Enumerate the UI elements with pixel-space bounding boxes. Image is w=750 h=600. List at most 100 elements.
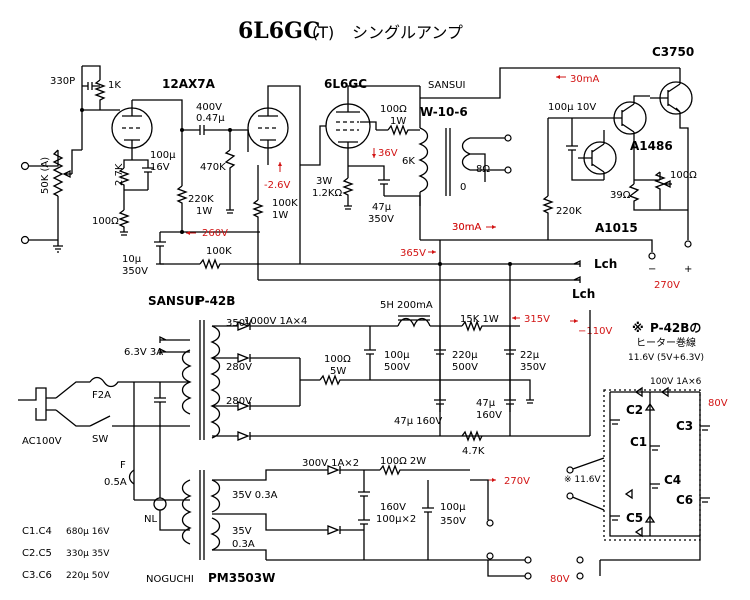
pt-350v: 350V (226, 318, 252, 329)
volume-pot (52, 149, 64, 197)
aux-270v: 270V (504, 476, 530, 487)
pt-280v-a: 280V (226, 362, 252, 373)
legend-value-1: 330μ 35V (66, 549, 110, 559)
aux-terminal-1 (486, 519, 494, 527)
legend-name-1: C2.C5 (22, 548, 52, 559)
aux-w2a: 35V (232, 526, 252, 537)
voltage-365v: 365V (400, 248, 426, 259)
aux-terminal-2 (486, 552, 494, 560)
pt-280v-b: 280V (226, 396, 252, 407)
res-4k7: 4.7K (462, 446, 485, 457)
cap-legend: C1.C4 680μ 16V C2.C5 330μ 35V C3.C6 220μ… (22, 526, 110, 581)
heater-c5: C5 (626, 511, 643, 525)
opt-imp: 8Ω (476, 164, 490, 175)
pt-maker: SANSUI (148, 294, 199, 308)
pt-diode-label: 1000V 1A×4 (244, 316, 307, 327)
mains-ac: AC100V (22, 436, 62, 447)
heater-voltage: 11.6V (5V+6.3V) (628, 353, 704, 363)
heater-board (603, 389, 701, 541)
opt-primary: 6K (402, 156, 415, 167)
ccs-terminal-plus (684, 240, 692, 248)
res-100k-fb-watt: 1W (272, 210, 288, 221)
aux-transformer: 35V 0.3A 35V 0.3A NOGUCHI PM3503W 300V 1… (146, 456, 532, 585)
res-100r-ccs: 100Ω (670, 170, 697, 181)
opt-zero: 0 (460, 182, 466, 193)
ccs-minus: − (648, 264, 656, 275)
cap-10u: 10μ (122, 254, 142, 265)
heater-c3: C3 (676, 419, 693, 433)
supply-rails: 365V 30mA Lch Lch (258, 222, 617, 412)
heater-c2: C2 (626, 403, 643, 417)
heater-ac: ※ 11.6V (564, 475, 601, 485)
cap-220u-v: 500V (452, 362, 478, 373)
aux-diode: 300V 1A×2 (302, 458, 359, 469)
res-100k-dropper: 100K (206, 246, 232, 257)
constant-current-source: C3750 30mA A1486 A1015 100μ 10V 220K 39Ω… (420, 45, 697, 291)
res-100r: 100Ω (92, 216, 119, 227)
mains-switch: SW (92, 434, 108, 445)
coupling-cap-voltage: 400V (196, 102, 222, 113)
aux-cap2b: 350V (440, 516, 466, 527)
cap-100u-label: 100μ (150, 150, 176, 161)
heater-80v-top: 80V (708, 398, 728, 409)
tube-12ax7a-label: 12AX7A (162, 77, 216, 91)
heater-diode: 100V 1A×6 (650, 377, 702, 387)
aux-cap1a: 160V (380, 502, 406, 513)
mains-input: AC100V F2A SW F 0.5A NL (18, 376, 190, 531)
heater-c6: C6 (676, 493, 693, 507)
ac-plug-icon (18, 387, 56, 421)
res-cathode-watt: 3W (316, 176, 332, 187)
pt-model: P-42B (196, 294, 235, 308)
tube-12ax7a: 12AX7A 2.7K 100μ 16V 100Ω 400V 0.47μ 470… (92, 77, 301, 280)
aux-model: PM3503W (208, 571, 275, 585)
aux-cap1b: 100μ×2 (376, 514, 416, 525)
voltage-screen: 36V (378, 148, 398, 159)
volume-label: 50K (A) (40, 157, 51, 194)
lch-label-1: Lch (594, 257, 617, 271)
aux-w2b: 0.3A (232, 539, 255, 550)
heater-mark: ※ (632, 321, 644, 335)
heater-sub: ヒーター巻線 (636, 336, 696, 349)
input-terminal-gnd (20, 235, 30, 245)
opt-maker: SANSUI (428, 80, 465, 91)
cap-cathode: 47μ (372, 202, 392, 213)
res-220k-ccs: 220K (556, 206, 582, 217)
res-100k-fb: 100K (272, 198, 298, 209)
heater-c4: C4 (664, 473, 681, 487)
res-470k: 470K (200, 162, 226, 173)
coupling-cap-value: 0.47μ (196, 113, 225, 124)
voltage-neg110: −110V (578, 326, 612, 337)
choke-label: 5H 200mA (380, 300, 433, 311)
current-ccs: 30mA (570, 74, 599, 85)
cap-ccs: 100μ 10V (548, 102, 596, 113)
legend-value-0: 680μ 16V (66, 527, 110, 537)
voltage-260v: 260V (202, 228, 228, 239)
res-2k7: 2.7K (114, 163, 125, 186)
lch-label-2: Lch (572, 287, 595, 301)
input-section: 50K (A) 330P 1K (20, 65, 121, 253)
aux-maker: NOGUCHI (146, 574, 194, 585)
mains-fuse2: F (120, 460, 126, 471)
pt-heater: 6.3V 3A (124, 347, 163, 358)
res-1k: 1K (108, 80, 121, 91)
ccs-plus: + (684, 264, 692, 275)
power-transformer: SANSUI P-42B 350V 280V 280V 6.3V 3A 1000… (124, 294, 590, 441)
cap-100u-v: 500V (384, 362, 410, 373)
cap-220u: 220μ (452, 350, 478, 361)
heater-supply: ※ P-42Bの ヒーター巻線 11.6V (5V+6.3V) 100V 1A×… (550, 321, 728, 585)
cap-22u: 22μ (520, 350, 540, 361)
title-suffix: (T) (312, 23, 334, 42)
legend-name-0: C1.C4 (22, 526, 52, 537)
current-rail: 30mA (452, 222, 481, 233)
current-output: 30mA (452, 222, 481, 233)
res-15k: 15K 1W (460, 314, 499, 325)
mains-fuse2-value: 0.5A (104, 477, 127, 488)
title: 6L6GC (T) シングルアンプ (238, 18, 463, 44)
cap-22u-v: 350V (520, 362, 546, 373)
cap-330p: 330P (50, 76, 75, 87)
res-cathode: 1.2KΩ (312, 188, 342, 199)
title-jp: シングルアンプ (352, 23, 463, 42)
heater-terminal-2 (566, 492, 574, 500)
voltage-315v: 315V (524, 314, 550, 325)
